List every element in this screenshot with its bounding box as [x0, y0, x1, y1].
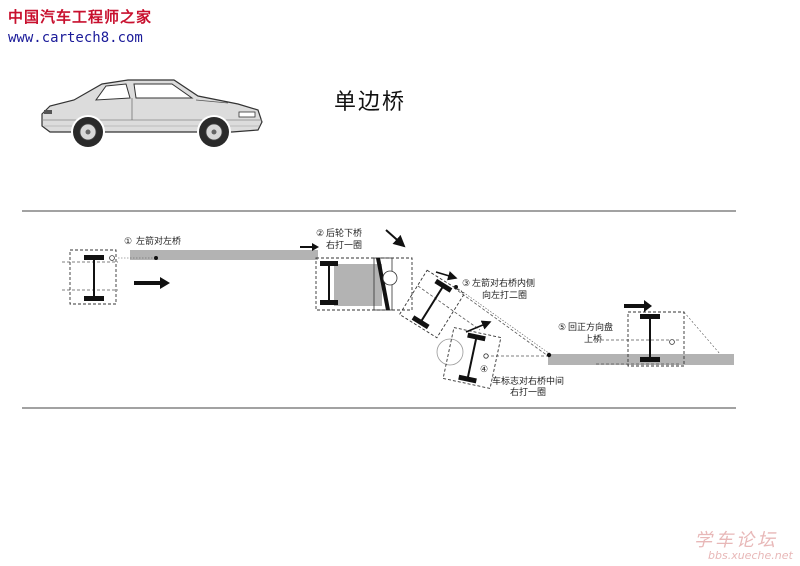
svg-text:左箭对左桥: 左箭对左桥 — [136, 235, 181, 247]
svg-text:①: ① — [124, 237, 132, 247]
car-illustration — [41, 79, 263, 149]
guide-lines — [62, 261, 680, 365]
car-position-4 — [436, 327, 502, 389]
car-position-1 — [69, 249, 117, 305]
marker-dot — [454, 285, 458, 289]
turn-arrow — [465, 320, 492, 333]
svg-text:④: ④ — [480, 365, 488, 375]
marker-dot — [546, 352, 552, 358]
svg-text:后轮下桥: 后轮下桥 — [326, 227, 362, 239]
forum-watermark: 学车论坛 — [694, 530, 778, 551]
site-url: www.cartech8.com — [8, 30, 143, 46]
step-5-label: ⑤ 回正方向盘 上桥 — [558, 321, 613, 345]
direction-arrow — [134, 277, 170, 289]
marker-dot — [154, 256, 158, 260]
step-1-label: ① 左箭对左桥 — [124, 235, 181, 247]
svg-text:右打一圈: 右打一圈 — [326, 239, 362, 251]
svg-text:回正方向盘: 回正方向盘 — [568, 321, 613, 333]
step-3-label: ③ 左箭对右桥内侧 向左打二圈 — [462, 277, 535, 301]
svg-text:②: ② — [316, 229, 324, 239]
small-direction-arrow — [300, 243, 319, 251]
step-4-label: ④ 车标志对右桥中间 右打一圈 — [480, 365, 564, 398]
car-position-3 — [398, 269, 466, 339]
turn-arrow — [385, 229, 406, 248]
left-bridge — [130, 250, 318, 260]
svg-text:车标志对右桥中间: 车标志对右桥中间 — [492, 375, 564, 387]
svg-text:右打一圈: 右打一圈 — [510, 386, 546, 398]
site-watermark: 中国汽车工程师之家 — [8, 8, 153, 26]
sight-line-2 — [455, 286, 551, 355]
step-2-label: ② 后轮下桥 右打一圈 — [316, 227, 362, 251]
left-bridge-block — [334, 264, 382, 306]
svg-text:左箭对右桥内侧: 左箭对右桥内侧 — [472, 277, 535, 289]
car-position-5 — [627, 311, 721, 367]
svg-text:⑤: ⑤ — [558, 323, 566, 333]
svg-text:③: ③ — [462, 279, 470, 289]
turn-arrow — [435, 271, 458, 281]
page-title: 单边桥 — [334, 90, 407, 115]
car-position-2 — [315, 257, 413, 311]
direction-arrow — [624, 300, 652, 312]
svg-text:向左打二圈: 向左打二圈 — [482, 289, 527, 301]
forum-url: bbs.xueche.net — [708, 549, 793, 562]
svg-text:上桥: 上桥 — [584, 333, 602, 345]
